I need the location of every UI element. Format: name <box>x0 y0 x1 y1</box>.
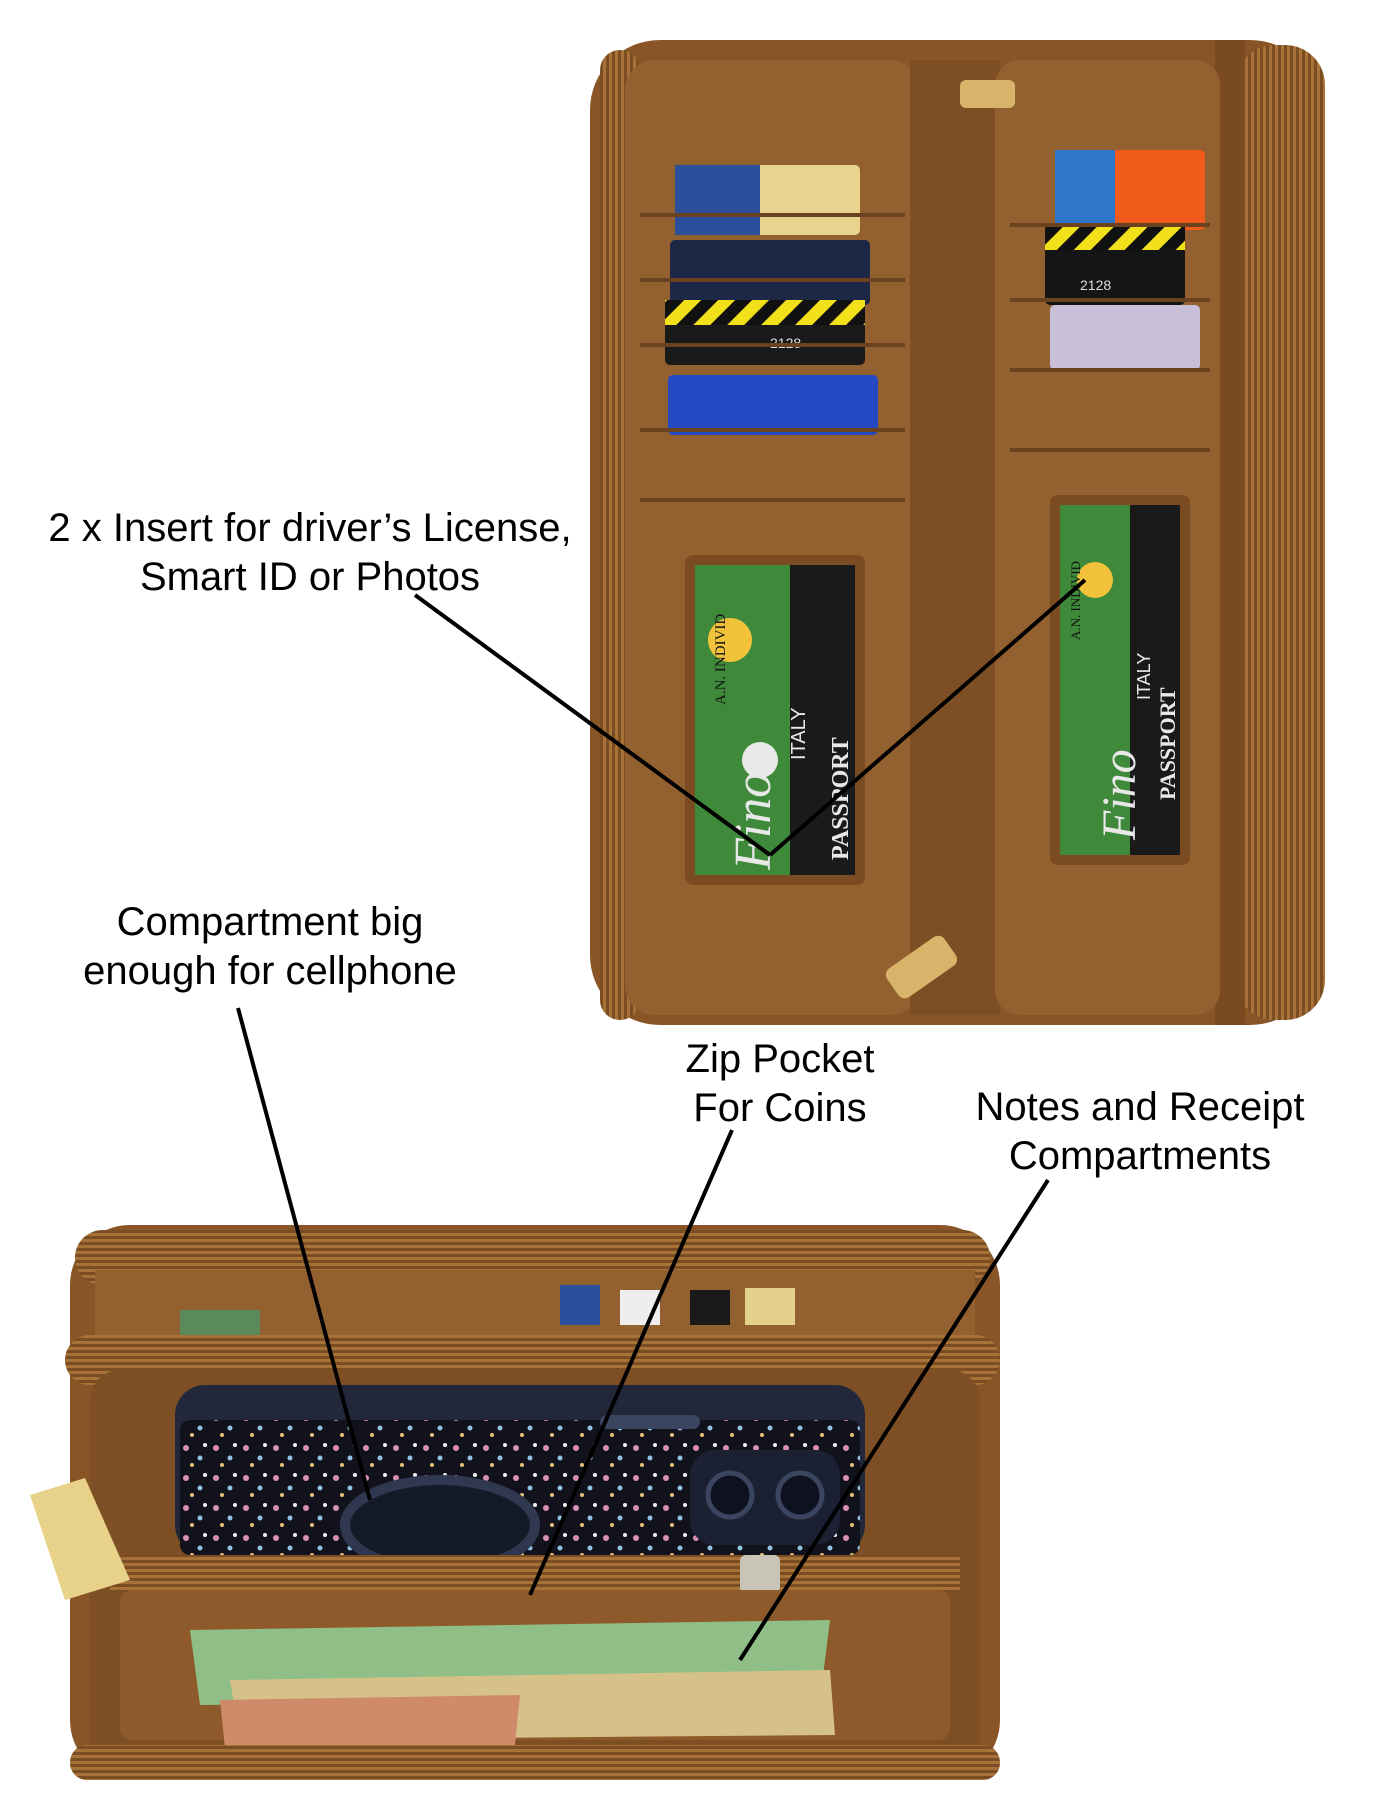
zipper-pull-left <box>30 1478 130 1600</box>
card-brand-left: Fino <box>725 772 782 871</box>
center-fold <box>910 60 1000 1015</box>
callout-line-cellphone <box>236 1007 372 1501</box>
card-product-right: PASSPORT <box>1155 687 1180 800</box>
callout-line-coins <box>528 1129 734 1596</box>
top-wallet: 2128 2128 Fino ITALY PASSPORT A.N. INDIV <box>590 40 1325 1025</box>
notes-compartments-line-2: Compartments <box>1008 1134 1272 1178</box>
id-window-left: Fino ITALY PASSPORT A.N. INDIVID <box>685 555 865 885</box>
card-blue <box>668 375 878 435</box>
callout-line-notes <box>738 1178 1050 1662</box>
card-striped <box>1050 305 1200 370</box>
zipper-pull-bottom <box>885 935 958 999</box>
cellphone-compartment-line-2: enough for cellphone <box>83 949 457 993</box>
card-maker-left: A.N. INDIVID <box>713 614 729 705</box>
id-window-right: Fino ITALY PASSPORT A.N. INDIVID <box>1050 495 1190 865</box>
zipper-pull-top <box>960 80 1015 108</box>
card-brand-right: Fino <box>1093 749 1146 841</box>
notes-compartments-label: Notes and Receipt Compartments <box>960 1083 1320 1181</box>
notes-compartments-line-1: Notes and Receipt <box>975 1085 1305 1129</box>
license-insert-line-2: Smart ID or Photos <box>139 555 481 599</box>
cellphone-compartment-line-1: Compartment big <box>116 900 424 944</box>
coin-pocket-line-1: Zip Pocket <box>685 1037 875 1081</box>
license-insert-label: 2 x Insert for driver’s License, Smart I… <box>30 504 590 602</box>
cellphone <box>175 1385 865 1575</box>
coin-pocket-line-2: For Coins <box>693 1086 867 1130</box>
callout-line-license-right <box>768 578 1087 857</box>
coin-pocket-label: Zip Pocket For Coins <box>640 1035 920 1133</box>
card-navy <box>670 240 870 305</box>
card-maker-right: A.N. INDIVID <box>1068 561 1083 640</box>
callout-line-license-left <box>413 593 772 857</box>
card-number-right: 2128 <box>1080 277 1111 293</box>
card-country-left: ITALY <box>788 707 810 760</box>
cellphone-compartment-label: Compartment big enough for cellphone <box>60 898 480 996</box>
bottom-wallet <box>30 1225 1000 1780</box>
coin-zip-pull <box>740 1555 780 1593</box>
callout-lines <box>236 578 1087 1662</box>
card-country-right: ITALY <box>1134 653 1154 700</box>
license-insert-line-1: 2 x Insert for driver’s License, <box>48 506 572 550</box>
